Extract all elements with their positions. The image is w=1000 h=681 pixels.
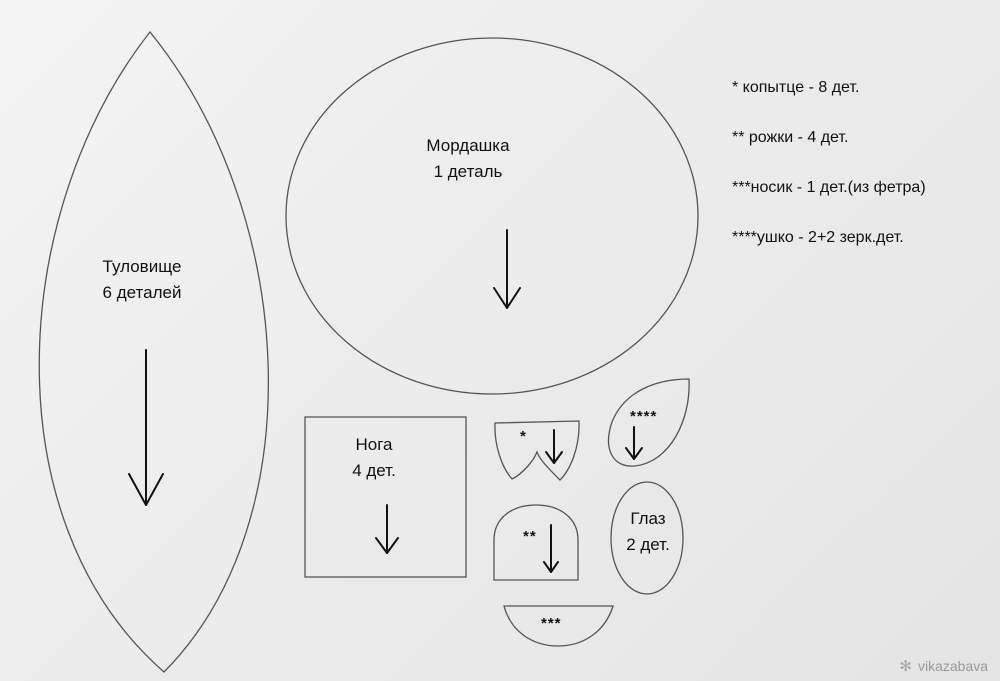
eye-piece-label: Глаз 2 дет.: [610, 506, 686, 558]
body-piece-label: Туловище 6 деталей: [86, 254, 198, 306]
face-piece-outline: [285, 37, 699, 395]
leg-piece-outline: [304, 416, 467, 578]
face-piece-label: Мордашка 1 деталь: [408, 133, 528, 185]
hoof-grain-arrow: [545, 429, 563, 464]
face-grain-arrow: [493, 229, 521, 309]
horn-piece-outline: [493, 504, 579, 581]
legend-horns: ** рожки - 4 дет.: [732, 129, 849, 146]
horn-piece-mark: **: [523, 528, 537, 545]
body-piece-name: Туловище: [102, 257, 182, 276]
legend-ear: ****ушко - 2+2 зерк.дет.: [732, 229, 904, 246]
body-piece-outline: [38, 30, 269, 673]
watermark: ✻ vikazabava: [899, 657, 988, 675]
legend-hooves: * копытце - 8 дет.: [732, 79, 860, 96]
ear-grain-arrow: [625, 426, 643, 460]
leg-piece-name: Нога: [355, 435, 393, 454]
hoof-piece-mark: *: [520, 428, 527, 445]
face-piece-name: Мордашка: [426, 136, 510, 155]
legend-nose: ***носик - 1 дет.(из фетра): [732, 179, 926, 196]
horn-grain-arrow: [543, 524, 559, 573]
nose-piece-outline: [503, 605, 614, 647]
leg-piece-count: 4 дет.: [352, 461, 396, 480]
eye-piece-name: Глаз: [630, 509, 666, 528]
face-piece-count: 1 деталь: [433, 162, 503, 181]
leg-grain-arrow: [375, 504, 399, 554]
ear-piece-outline: [607, 378, 690, 467]
hoof-piece-outline: [494, 420, 580, 481]
watermark-text: vikazabava: [917, 658, 988, 674]
eye-piece-count: 2 дет.: [626, 535, 670, 554]
ear-piece-mark: ****: [630, 408, 658, 425]
body-piece-count: 6 деталей: [102, 283, 182, 302]
eye-piece-outline: [610, 481, 684, 595]
nose-piece-mark: ***: [541, 615, 562, 632]
leg-piece-label: Нога 4 дет.: [330, 432, 418, 484]
pieces-legend: * копытце - 8 дет. ** рожки - 4 дет. ***…: [732, 75, 926, 275]
body-grain-arrow: [128, 349, 164, 506]
snowflake-icon: ✻: [899, 658, 912, 675]
